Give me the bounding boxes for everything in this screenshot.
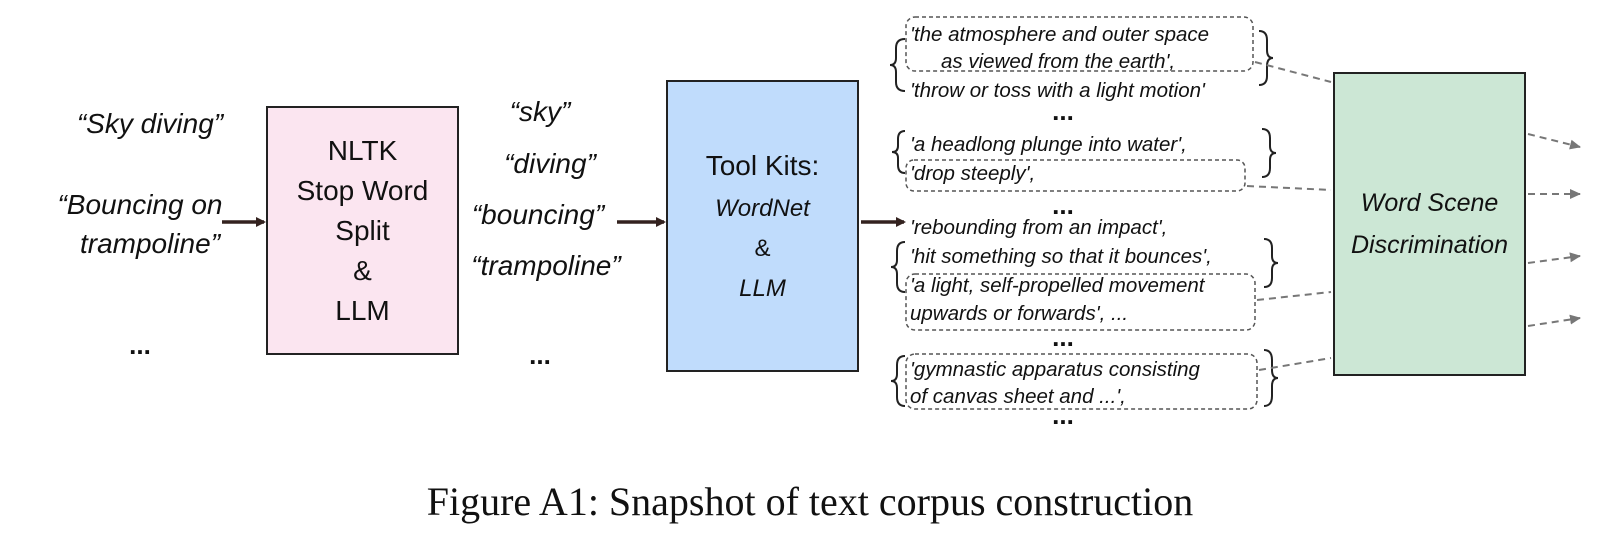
right-brace-4 (1263, 349, 1279, 407)
nltk-box-line2: Stop Word (296, 174, 429, 206)
scene-box-line2: Discrimination (1351, 231, 1508, 259)
toolkit-box: Tool Kits: WordNet & LLM (666, 80, 859, 372)
nltk-box-line4: & (353, 254, 372, 286)
definitions-ellipsis-1: ... (1052, 96, 1074, 126)
definition-text: of canvas sheet and ...', (910, 385, 1126, 408)
dashed-link-bouncing (1256, 291, 1332, 301)
definitions-ellipsis-3: ... (1052, 322, 1074, 352)
highlight-box-trampoline (905, 353, 1258, 410)
word-trampoline: “trampoline” (471, 250, 621, 281)
nltk-box-line1: NLTK (327, 134, 398, 166)
left-brace-2 (891, 130, 906, 174)
toolkit-title: Tool Kits: (705, 150, 820, 181)
definition-text: 'a headlong plunge into water', (910, 133, 1187, 156)
word-diving: “diving” (504, 148, 596, 179)
definitions-ellipsis-2: ... (1052, 190, 1074, 220)
highlight-box-sky (905, 16, 1254, 72)
toolkit-wordnet: WordNet (715, 195, 810, 222)
figure-caption: Figure A1: Snapshot of text corpus const… (426, 479, 1194, 524)
nltk-process-box: NLTK Stop Word Split & LLM (266, 106, 459, 355)
word-scene-discrimination-box: Word Scene Discrimination (1333, 72, 1526, 376)
nltk-box-line5: LLM (335, 294, 390, 326)
definition-text: 'rebounding from an impact', (910, 216, 1168, 239)
toolkit-llm: LLM (739, 275, 786, 302)
left-brace-1 (889, 38, 906, 92)
toolkit-ampersand: & (754, 235, 771, 262)
definition-text: 'drop steeply', (910, 162, 1036, 185)
input-phrase-bouncing-line2: trampoline” (79, 228, 221, 259)
scene-box-line1: Word Scene (1360, 189, 1499, 217)
right-brace-2 (1261, 128, 1277, 178)
definitions-ellipsis-4: ... (1052, 400, 1074, 430)
definition-text: upwards or forwards', ... (910, 302, 1129, 325)
word-bouncing: “bouncing” (471, 199, 605, 230)
definition-text: 'throw or toss with a light motion' (910, 79, 1205, 102)
output-arrow-1 (1527, 133, 1581, 150)
right-brace-3 (1263, 238, 1279, 288)
dashed-link-sky (1254, 61, 1332, 83)
definition-text: as viewed from the earth', (941, 50, 1176, 73)
left-brace-4 (890, 355, 906, 407)
word-sky: “sky” (509, 96, 571, 127)
highlight-box-bouncing (905, 273, 1256, 331)
output-arrow-3 (1527, 252, 1581, 264)
highlight-box-diving (905, 159, 1246, 192)
dashed-link-trampoline (1258, 357, 1332, 371)
input-phrase-sky-diving: “Sky diving” (76, 108, 224, 139)
nltk-box-line3: Split (335, 214, 390, 246)
definition-text: 'the atmosphere and outer space (910, 23, 1210, 46)
output-arrow-4 (1527, 314, 1581, 327)
left-brace-3 (890, 241, 906, 293)
definition-text: 'a light, self-propelled movement (910, 274, 1205, 297)
definition-text: 'gymnastic apparatus consisting (910, 358, 1200, 381)
definition-text: 'hit something so that it bounces', (910, 245, 1212, 268)
input-phrase-bouncing-line1: “Bouncing on (57, 189, 223, 220)
words-ellipsis: ... (529, 340, 551, 370)
dashed-link-diving (1246, 185, 1332, 191)
input-ellipsis: ... (129, 330, 151, 360)
right-brace-1 (1258, 30, 1274, 86)
